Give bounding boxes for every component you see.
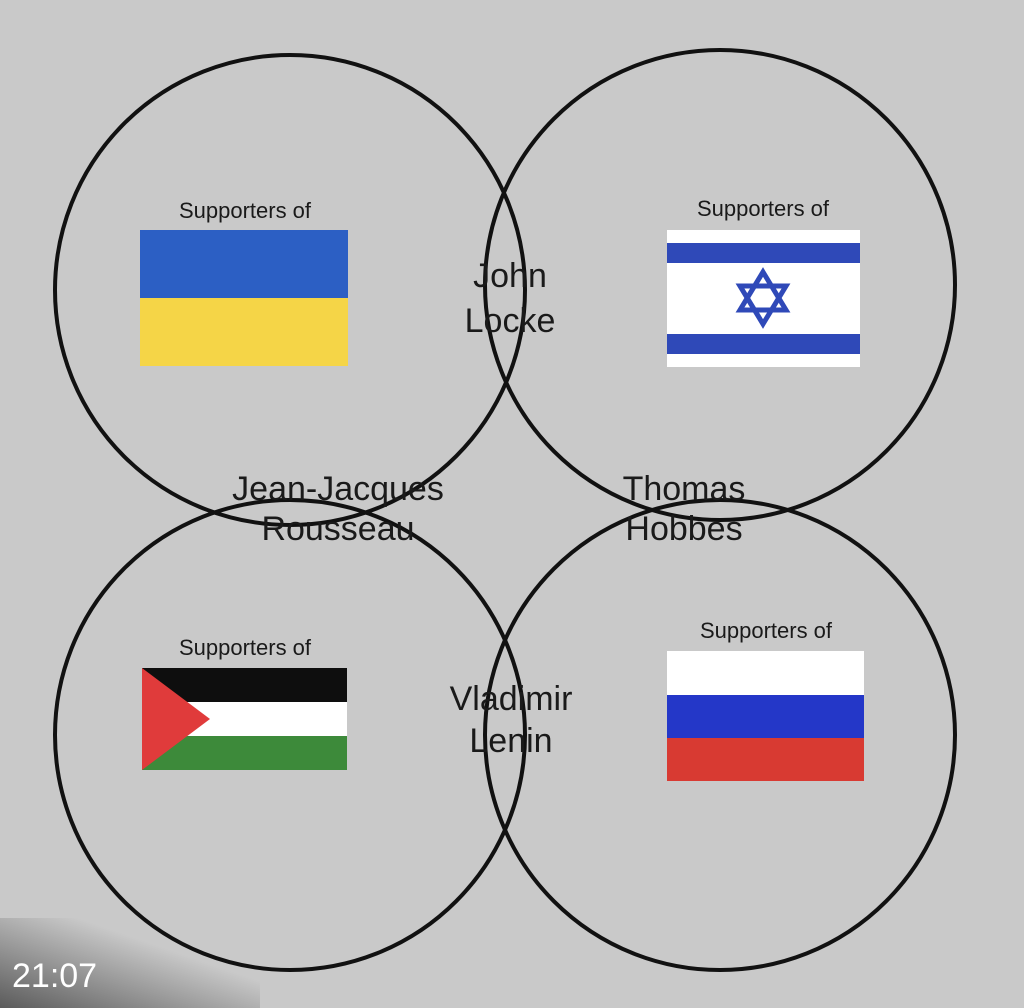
circle-top-right: [483, 48, 957, 522]
overlap-right-line1: Thomas: [623, 470, 746, 508]
overlap-bottom-line2: Lenin: [469, 722, 552, 760]
overlap-top-line1: John: [473, 257, 547, 295]
bottom-right-label: Supporters of: [700, 618, 833, 643]
venn-circles: [53, 48, 957, 972]
circle-bottom-right: [483, 498, 957, 972]
overlap-left-line1: Jean-Jacques: [232, 470, 444, 508]
overlap-right-line2: Hobbes: [625, 510, 742, 548]
overlap-bottom-line1: Vladimir: [450, 680, 573, 718]
top-left-label: Supporters of: [179, 198, 312, 223]
israel-flag-icon: [667, 230, 860, 367]
bottom-left-label: Supporters of: [179, 635, 312, 660]
circle-top-left: [53, 53, 527, 527]
video-timestamp-overlay: [0, 918, 260, 1008]
russia-flag-icon: [667, 651, 864, 781]
palestine-flag-icon: [142, 668, 347, 770]
overlap-left-line2: Rousseau: [261, 510, 414, 548]
overlap-top-line2: Locke: [465, 302, 556, 340]
circle-bottom-left: [53, 498, 527, 972]
top-right-label: Supporters of: [697, 196, 830, 221]
ukraine-flag-icon: [140, 230, 348, 366]
video-timestamp: 21:07: [12, 957, 98, 995]
